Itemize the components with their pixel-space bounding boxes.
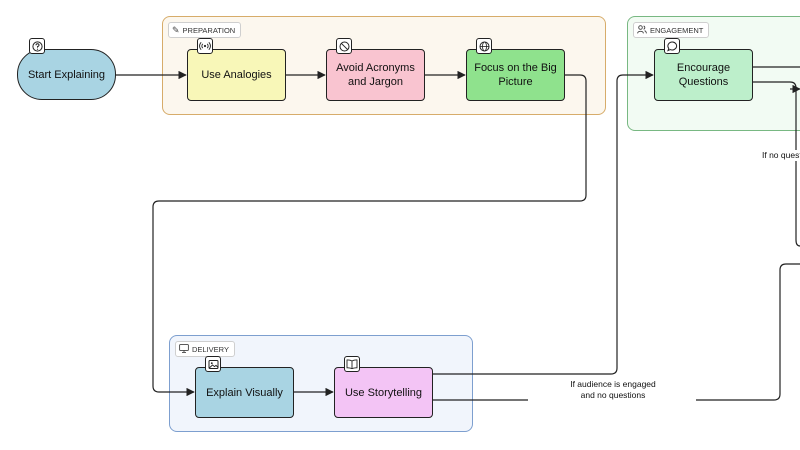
edge-storytelling-to-questions: [433, 70, 654, 375]
edge-label-no-questions: If no questions: [762, 150, 800, 161]
start-explaining-node[interactable]: Start Explaining: [17, 49, 116, 100]
pencil-icon: ✎: [172, 24, 180, 35]
edge-big-picture-to-visually: [152, 74, 587, 397]
encourage-questions-node[interactable]: Encourage Questions: [654, 49, 753, 101]
speech-bubble-icon: [664, 38, 680, 54]
book-icon: [344, 356, 360, 372]
avoid-acronyms-label: Avoid Acronyms and Jargon: [336, 62, 415, 88]
focus-big-picture-label: Focus on the Big Picture: [474, 62, 557, 88]
engagement-group-label: ENGAGEMENT: [633, 22, 710, 38]
preparation-group-label: ✎ PREPARATION: [168, 22, 242, 38]
question-circle-icon: [29, 38, 45, 54]
broadcast-icon: [197, 38, 213, 54]
avoid-acronyms-node[interactable]: Avoid Acronyms and Jargon: [326, 49, 425, 101]
edge-label-engaged: If audience is engaged and no questions: [568, 379, 658, 401]
monitor-icon: [179, 343, 189, 355]
delivery-group-label: DELIVERY: [175, 341, 235, 357]
globe-icon: [476, 38, 492, 54]
use-analogies-label: Use Analogies: [201, 69, 272, 81]
edge-storytelling-engaged: [433, 263, 800, 401]
explain-visually-label: Explain Visually: [206, 386, 283, 399]
users-icon: [637, 24, 647, 36]
delivery-group-title: DELIVERY: [192, 344, 229, 354]
explain-visually-node[interactable]: Explain Visually: [195, 367, 294, 418]
encourage-questions-label: Encourage Questions: [676, 62, 731, 88]
start-explaining-label: Start Explaining: [27, 68, 106, 81]
engagement-group-title: ENGAGEMENT: [650, 25, 704, 35]
focus-big-picture-node[interactable]: Focus on the Big Picture: [466, 49, 565, 101]
preparation-group-title: PREPARATION: [182, 25, 236, 35]
use-storytelling-label: Use Storytelling: [344, 386, 423, 399]
prohibited-icon: [336, 38, 352, 54]
edge-questions-loop: [753, 81, 800, 247]
image-icon: [205, 356, 221, 372]
use-storytelling-node[interactable]: Use Storytelling: [334, 367, 433, 418]
use-analogies-node[interactable]: Use Analogies: [187, 49, 286, 101]
